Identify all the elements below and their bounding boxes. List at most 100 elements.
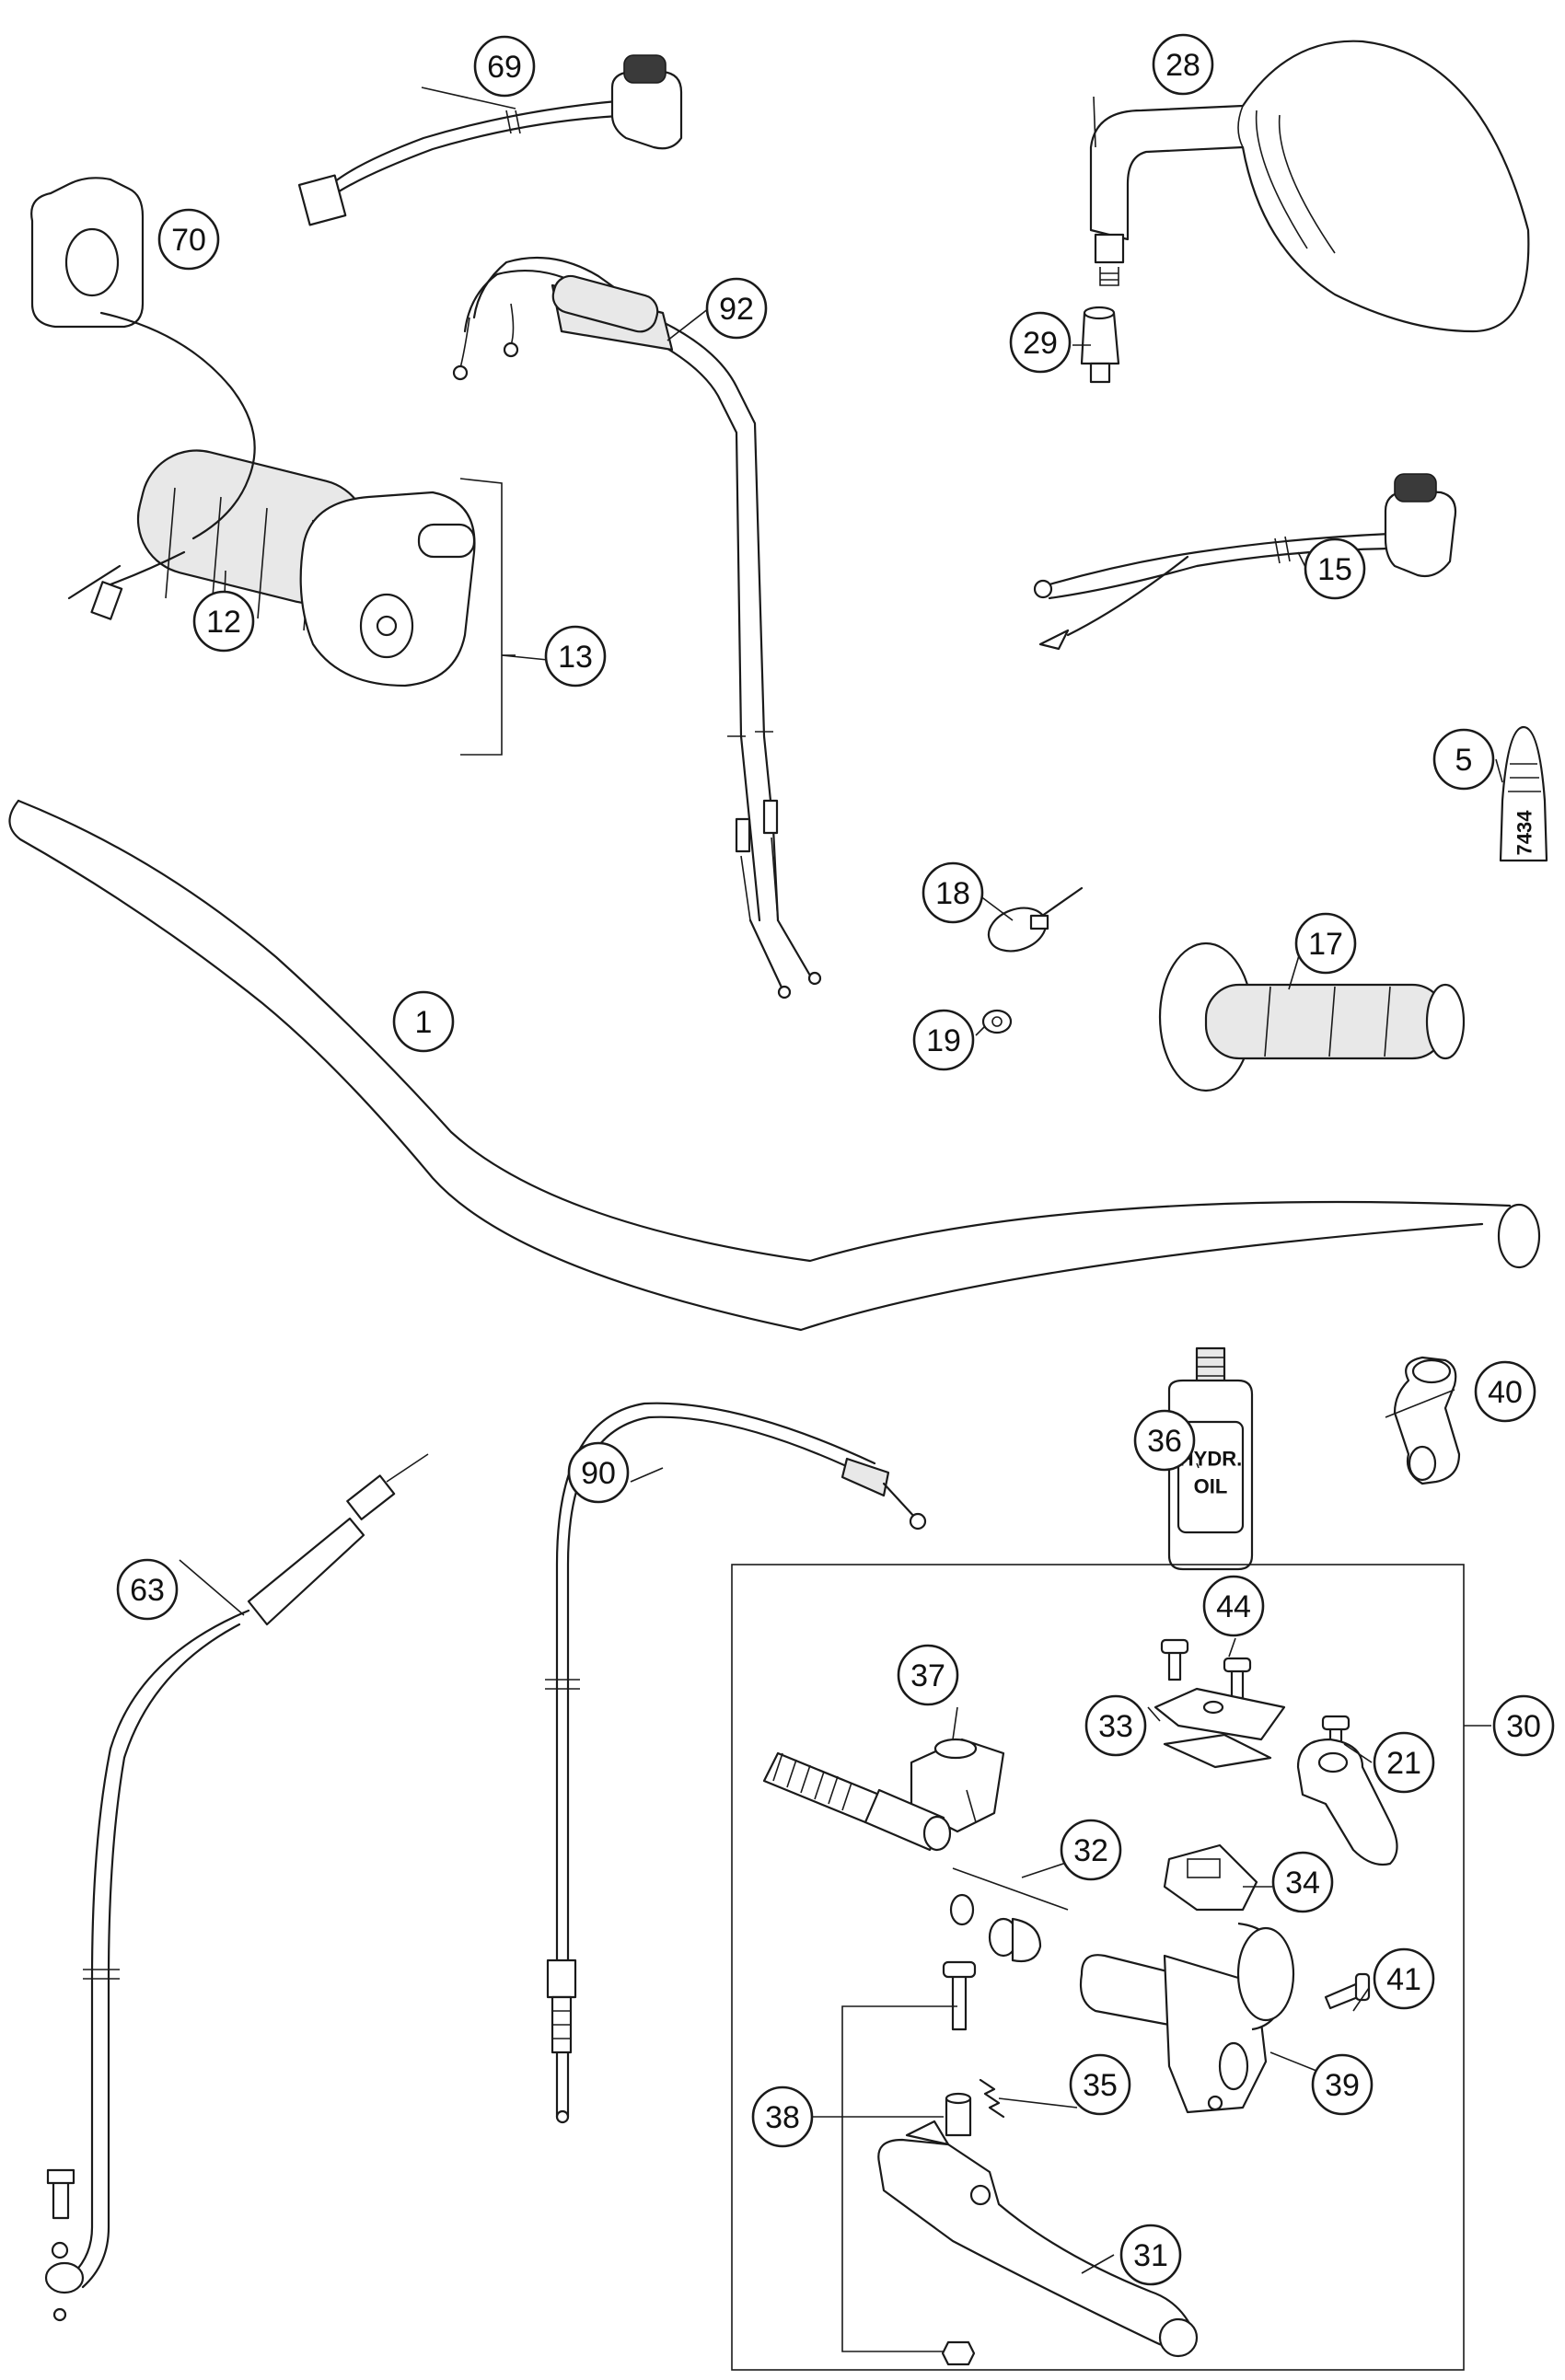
callout-33: 33 bbox=[1084, 1694, 1147, 1757]
callout-circle bbox=[1202, 1575, 1265, 1637]
callout-number: 15 bbox=[1317, 552, 1352, 587]
cap-34 bbox=[1163, 1843, 1258, 1912]
callout-18: 18 bbox=[922, 861, 984, 924]
callout-32: 32 bbox=[1060, 1819, 1122, 1881]
callout-5: 5 bbox=[1432, 728, 1495, 791]
callout-35: 35 bbox=[1069, 2053, 1131, 2116]
callout-circle bbox=[1009, 311, 1072, 374]
callout-12: 12 bbox=[192, 590, 255, 653]
piston-spring-32 bbox=[762, 1751, 1069, 1963]
hand-lever-31 bbox=[877, 2120, 1199, 2358]
cable-90 bbox=[545, 1402, 927, 2124]
callout-circle bbox=[1119, 2224, 1182, 2286]
callout-number: 40 bbox=[1488, 1375, 1523, 1410]
callout-34: 34 bbox=[1271, 1851, 1334, 1913]
callout-63: 63 bbox=[116, 1558, 179, 1621]
callout-circle bbox=[544, 625, 607, 687]
callout-circle bbox=[1294, 912, 1357, 975]
callout-circle bbox=[1492, 1694, 1555, 1757]
callout-41: 41 bbox=[1373, 1947, 1435, 2010]
throttle-cables-92 bbox=[452, 256, 822, 999]
handlebar-switch-70 bbox=[30, 177, 256, 620]
callout-44: 44 bbox=[1202, 1575, 1265, 1637]
callout-circle bbox=[1152, 33, 1214, 96]
handlebar bbox=[8, 799, 1541, 1332]
callout-28: 28 bbox=[1152, 33, 1214, 96]
callout-circle bbox=[157, 208, 220, 271]
clamp-40 bbox=[1393, 1356, 1461, 1485]
callout-36: 36 bbox=[1133, 1409, 1196, 1472]
callout-number: 18 bbox=[935, 876, 970, 911]
callout-40: 40 bbox=[1474, 1360, 1536, 1423]
callout-circle bbox=[1271, 1851, 1334, 1913]
screw-41 bbox=[1324, 1972, 1371, 2010]
callout-layer: 1512131517181921282930313233343536373839… bbox=[116, 33, 1555, 2286]
callout-13: 13 bbox=[544, 625, 607, 687]
callout-circle bbox=[1304, 537, 1366, 600]
callout-number: 37 bbox=[910, 1658, 945, 1693]
callout-circle bbox=[1311, 2053, 1374, 2116]
callout-number: 39 bbox=[1325, 2068, 1360, 2103]
callout-circle bbox=[1373, 1731, 1435, 1794]
callout-37: 37 bbox=[897, 1644, 959, 1706]
callout-number: 34 bbox=[1285, 1866, 1320, 1901]
callout-number: 5 bbox=[1455, 743, 1473, 778]
callout-circle bbox=[897, 1644, 959, 1706]
callout-1: 1 bbox=[392, 990, 455, 1053]
threadlock-code: 7434 bbox=[1513, 810, 1536, 856]
callout-number: 28 bbox=[1165, 48, 1200, 83]
callout-number: 19 bbox=[926, 1023, 961, 1058]
callout-circle bbox=[1133, 1409, 1196, 1472]
callout-17: 17 bbox=[1294, 912, 1357, 975]
callout-circle bbox=[473, 35, 536, 98]
callout-number: 13 bbox=[558, 640, 593, 675]
callout-92: 92 bbox=[705, 277, 768, 340]
callout-number: 36 bbox=[1147, 1424, 1182, 1459]
callout-circle bbox=[1084, 1694, 1147, 1757]
callout-circle bbox=[705, 277, 768, 340]
callout-circle bbox=[116, 1558, 179, 1621]
kill-switch-69 bbox=[297, 54, 683, 226]
cover-screws-44 bbox=[1160, 1638, 1252, 1700]
mirror-adapter-29 bbox=[1080, 306, 1120, 384]
callout-number: 44 bbox=[1216, 1589, 1251, 1624]
callout-number: 63 bbox=[130, 1573, 165, 1608]
callout-number: 70 bbox=[171, 223, 206, 258]
callout-number: 31 bbox=[1133, 2238, 1168, 2273]
callout-38: 38 bbox=[751, 2085, 814, 2148]
callout-number: 12 bbox=[206, 605, 241, 640]
callout-19: 19 bbox=[912, 1009, 975, 1071]
callout-number: 17 bbox=[1308, 927, 1343, 962]
callout-circle bbox=[751, 2085, 814, 2148]
callout-15: 15 bbox=[1304, 537, 1366, 600]
callout-number: 32 bbox=[1073, 1833, 1108, 1868]
lever-adjuster-21 bbox=[1296, 1715, 1398, 1866]
callout-circle bbox=[192, 590, 255, 653]
callout-number: 30 bbox=[1506, 1709, 1541, 1744]
reservoir-cover-33 bbox=[1153, 1687, 1286, 1769]
callout-number: 69 bbox=[487, 50, 522, 85]
callout-number: 29 bbox=[1023, 326, 1058, 361]
callout-39: 39 bbox=[1311, 2053, 1374, 2116]
pivot-set-38 bbox=[841, 1960, 977, 2366]
callout-circle bbox=[1373, 1947, 1435, 2010]
callout-69: 69 bbox=[473, 35, 536, 98]
callout-number: 33 bbox=[1098, 1709, 1133, 1744]
throttle-grip-assembly bbox=[136, 449, 516, 756]
callout-30: 30 bbox=[1492, 1694, 1555, 1757]
callout-70: 70 bbox=[157, 208, 220, 271]
grip-17 bbox=[1158, 942, 1466, 1092]
callout-circle bbox=[392, 990, 455, 1053]
nut-19 bbox=[981, 1009, 1013, 1034]
callout-number: 38 bbox=[765, 2100, 800, 2135]
callout-circle bbox=[922, 861, 984, 924]
brake-cylinder-box-30 bbox=[731, 1564, 1491, 2371]
callout-number: 41 bbox=[1386, 1962, 1421, 1997]
callout-number: 35 bbox=[1083, 2068, 1118, 2103]
mirror-28 bbox=[1089, 40, 1530, 333]
brake-line-63 bbox=[44, 1453, 429, 2322]
callout-21: 21 bbox=[1373, 1731, 1435, 1794]
callout-circle bbox=[567, 1441, 630, 1504]
callout-circle bbox=[1060, 1819, 1122, 1881]
